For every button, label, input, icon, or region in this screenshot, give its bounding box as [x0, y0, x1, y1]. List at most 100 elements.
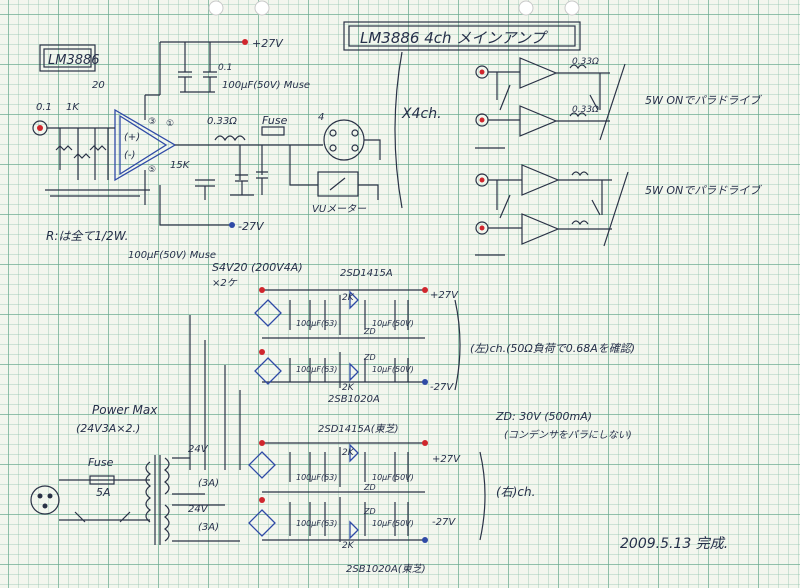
psu-tr-npn-top: 2SD1415A — [340, 268, 393, 279]
block-r-b: 0.33Ω — [572, 105, 599, 115]
ac-wires — [59, 479, 150, 523]
r-15k-label: 15K — [170, 160, 191, 171]
lm3886-triangle — [114, 108, 177, 182]
psu-rail-neg: -27V — [430, 382, 454, 393]
psu-components — [289, 497, 409, 542]
terminal-dot — [229, 222, 235, 228]
terminal-dot — [259, 349, 265, 355]
transistor-symbol — [349, 290, 359, 382]
input-resistors — [55, 145, 107, 159]
block-label-bottom: 5W ONでパラドライブ — [645, 184, 762, 197]
chip-title-inner-box — [43, 48, 92, 68]
amp-cap-top: 100μF(50V) Muse — [222, 80, 310, 91]
pin-marker: ③ — [148, 117, 156, 127]
amp-top-caps — [178, 71, 217, 93]
psu-r-2k: 2K — [342, 448, 355, 458]
psu-left-channel: 2K 2K 100μF(63) 100μF(63) 10μF(50V) 10μF… — [189, 287, 635, 470]
psu-cap-100: 100μF(63) — [296, 319, 337, 328]
terminal-dot — [479, 177, 485, 183]
channel-block-bottom: 5W ONでパラドライブ — [475, 164, 762, 256]
amp-supply-wire — [145, 41, 245, 96]
speaker-pin — [329, 144, 337, 152]
psu-right-note: (右)ch. — [496, 485, 535, 499]
psu-zd: ZD — [363, 507, 376, 516]
terminal-dot — [242, 39, 248, 45]
binder-hole — [254, 0, 270, 16]
transformer-primary — [145, 461, 151, 523]
speaker-pin — [351, 129, 359, 137]
ac-inlet-pin — [47, 493, 53, 499]
psu-rail-pos: +27V — [432, 454, 461, 465]
psu-diode-qty: ×2ケ — [212, 278, 238, 289]
psu-tr-npn-bottom: 2SD1415A(東芝) — [318, 423, 399, 435]
psu-r-2k: 2K — [342, 383, 355, 393]
power-max-label: Power Max — [92, 403, 158, 417]
ac-fuse-label: Fuse — [88, 456, 114, 469]
psu-right-channel: 2K 2K 100μF(63) 100μF(63) 10μF(50V) 10μF… — [248, 440, 535, 551]
channel-block-top: 0.33Ω 0.33Ω 5W ONでパラドライブ — [475, 57, 762, 149]
input-jack-center — [37, 125, 43, 131]
psu-cap-100: 100μF(63) — [296, 473, 337, 482]
psu-left-note: (左)ch.(50Ω負荷で0.68Aを確認) — [470, 342, 635, 355]
ac-inlet — [30, 485, 60, 515]
psu-r-2k: 2K — [342, 293, 355, 303]
bridge-rectifier — [254, 357, 282, 385]
psu-components — [289, 295, 409, 335]
amp-cap-small: 0.1 — [218, 63, 232, 73]
block-inductors — [571, 171, 589, 226]
block-wires — [488, 71, 610, 122]
block-r-a: 0.33Ω — [572, 57, 599, 67]
psu-diode-label: S4V20 (200V4A) — [212, 261, 303, 274]
speaker-wires — [290, 139, 381, 160]
ac-fuse — [89, 475, 115, 485]
transistor-symbol — [349, 443, 359, 540]
power-max-rating: (24V3A×2.) — [76, 422, 140, 435]
resistor-note: R:は全て1/2W. — [46, 229, 128, 243]
psu-components — [289, 352, 409, 388]
ac-inlet-pin — [37, 493, 43, 499]
ac-fuse-rating: 5A — [96, 486, 111, 499]
x4-bracket — [394, 51, 403, 209]
output-inductor — [214, 135, 246, 142]
psu-tr-pnp-bottom: 2SB1020A(東芝) — [346, 563, 426, 575]
terminal-dot — [422, 379, 428, 385]
chip-title-box — [39, 44, 96, 72]
pin-marker: 4 — [318, 112, 324, 123]
main-title-inner-box — [348, 25, 576, 47]
terminal-dot — [422, 287, 428, 293]
bridge-rectifier — [248, 451, 276, 479]
r-20k-label: 20 — [92, 80, 105, 91]
binder-hole — [208, 0, 224, 16]
main-title-box — [343, 21, 581, 51]
bridge-rectifier — [254, 299, 282, 327]
vu-meter — [317, 171, 359, 197]
zd-note-2: (コンデンサをパラにしない) — [504, 429, 632, 441]
block-ground — [475, 171, 629, 256]
pin-marker: ① — [166, 119, 174, 129]
ac-inlet-pin — [42, 503, 48, 509]
psu-rail-pos: +27V — [430, 290, 459, 301]
block-wires — [488, 179, 612, 230]
psu-zd: ZD — [363, 327, 376, 336]
terminal-dot — [422, 537, 428, 543]
psu-zd: ZD — [363, 483, 376, 492]
psu-tr-pnp-top: 2SB1020A — [328, 394, 380, 405]
r-out-label: 0.33Ω — [207, 116, 237, 127]
amp-neg-rail — [159, 205, 232, 226]
x4-label: X4ch. — [401, 106, 442, 122]
speaker-pin — [329, 129, 337, 137]
psu-zd: ZD — [363, 353, 376, 362]
transformer-secondary — [164, 457, 170, 542]
fuse-symbol — [261, 126, 285, 136]
completion-date: 2009.5.13 完成. — [620, 536, 728, 552]
block-inductors — [569, 64, 587, 118]
lm3886-triangle-inner — [119, 114, 168, 176]
psu-rail-neg: -27V — [432, 517, 456, 528]
input-ground — [45, 189, 150, 197]
terminal-dot — [259, 497, 265, 503]
pin-marker: (-) — [124, 150, 135, 161]
psu-cap-100: 100μF(63) — [296, 365, 337, 374]
binder-hole — [518, 0, 534, 16]
psu-wiring — [189, 289, 425, 470]
